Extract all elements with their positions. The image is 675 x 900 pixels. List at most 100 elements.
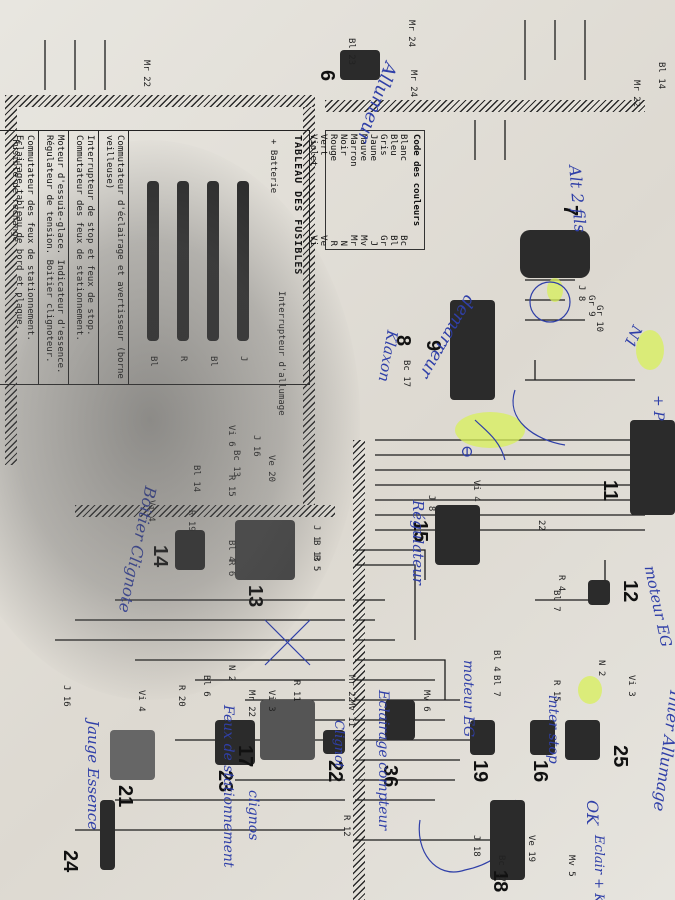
fuse-battery-label: + Batterie bbox=[268, 139, 278, 194]
annotation-plus: + P bbox=[650, 395, 666, 421]
label-24: 24 bbox=[59, 850, 81, 873]
wire-label: R 20 bbox=[176, 685, 186, 707]
wire-label: Vi 3 bbox=[626, 675, 636, 697]
color-name: Noir bbox=[338, 134, 348, 156]
wire-label: N 2 bbox=[596, 660, 606, 677]
annotation-clignotant: Clignot bbox=[331, 720, 346, 769]
wire-label: J 8 bbox=[426, 495, 436, 512]
label-12: 12 bbox=[619, 580, 641, 603]
wire-label: Bc 17 bbox=[496, 855, 506, 883]
component-13-connector bbox=[235, 520, 295, 580]
color-name: Blanc bbox=[398, 134, 408, 162]
wire-label: Bl 6 bbox=[201, 675, 211, 697]
wire-label: J 18 bbox=[471, 835, 481, 857]
fuse-row-4: Commutateur des feux de stationnement. E… bbox=[10, 131, 39, 384]
wire-label: Bl 14 bbox=[191, 465, 201, 493]
component-21-gauge bbox=[110, 730, 155, 780]
wire-label: R 11 bbox=[291, 680, 301, 702]
wire-label: R 19 bbox=[186, 510, 196, 532]
wire-label: R 12 bbox=[341, 815, 351, 837]
wire-label: R 5 bbox=[311, 555, 321, 572]
fuse-3 bbox=[177, 181, 189, 341]
color-code-title: Code des couleurs bbox=[411, 134, 421, 227]
component-14-flasher bbox=[175, 530, 205, 570]
wire-label: R 6 bbox=[226, 560, 236, 577]
annotation-eclairage: Eclairage compteur bbox=[375, 690, 391, 831]
color-abbrev: Mv bbox=[358, 235, 368, 246]
wire-label: J 8 bbox=[576, 285, 586, 302]
component-7-alternator bbox=[520, 230, 590, 278]
wire-label: N 2 bbox=[226, 665, 236, 682]
label-14: 14 bbox=[149, 545, 171, 568]
color-abbrev: Gr bbox=[378, 235, 388, 246]
wire-label: J 1 bbox=[311, 525, 321, 542]
fuse-terminal: Bl bbox=[148, 356, 158, 367]
color-abbrev: Ve bbox=[318, 235, 328, 246]
wire-label: Mv 11 bbox=[346, 700, 356, 728]
fuse-table-title: TABLEAU DES FUSIBLES bbox=[292, 135, 303, 276]
annotation-alt: Alt 2 fils bbox=[565, 164, 590, 234]
color-name: Gris bbox=[378, 134, 388, 156]
fuse-terminal: Bl bbox=[208, 356, 218, 367]
annotation-jauge: Jauge Essence bbox=[84, 720, 102, 831]
component-25-switch bbox=[565, 720, 600, 760]
wire-label: Vi 4 bbox=[136, 690, 146, 712]
wire-label: Bl 14 bbox=[656, 62, 666, 90]
annotation-feux-stationnement: Feux de stationnement bbox=[220, 705, 236, 868]
wire-label: Ve 19 bbox=[526, 835, 536, 863]
wire-label: Mv 6 bbox=[421, 690, 431, 712]
wire-label: Mv 5 bbox=[566, 855, 576, 877]
wire-label: Mr 22 bbox=[141, 60, 151, 88]
wire-label: R 15 bbox=[226, 475, 236, 497]
wire-label: Vi 3 bbox=[266, 690, 276, 712]
color-name: Vert bbox=[318, 134, 328, 156]
color-name: Rouge bbox=[328, 134, 338, 162]
color-name: Bleu bbox=[388, 134, 398, 156]
component-11-fusebox bbox=[630, 420, 675, 515]
fuse-ignition-label: Interrupteur d'allumage bbox=[276, 291, 286, 416]
wire-label: Bc 17 bbox=[401, 360, 411, 388]
component-24-lever bbox=[100, 800, 115, 870]
component-15-regulator bbox=[435, 505, 480, 565]
color-abbrev: R bbox=[328, 240, 338, 246]
fuse-terminal: J bbox=[238, 356, 248, 362]
wire-label: Mr 22 bbox=[631, 80, 641, 108]
wire-label: Vi 4 bbox=[471, 480, 481, 502]
fuse-table: TABLEAU DES FUSIBLES + Batterie Interrup… bbox=[0, 130, 310, 416]
annotation-eclairage2: Eclair + Klax bbox=[591, 835, 606, 900]
label-19: 19 bbox=[469, 760, 491, 783]
color-abbrev: Bl bbox=[388, 235, 398, 246]
label-17: 17 bbox=[234, 745, 256, 768]
wire-label: Bl 4 bbox=[226, 540, 236, 562]
fuse-4 bbox=[147, 181, 159, 341]
label-11: 11 bbox=[599, 480, 621, 502]
fuse-row-1: Commutateur d'éclairage et avertisseur (… bbox=[100, 131, 129, 384]
wire-label: Bl 4 bbox=[491, 650, 501, 672]
fuse-row-3: Moteur d'essuie-glace. Indicateur d'esse… bbox=[40, 131, 69, 384]
annotation-regulator: Régulateur bbox=[409, 500, 427, 585]
wire-label: R 4 bbox=[556, 575, 566, 592]
color-abbrev: N bbox=[338, 240, 348, 246]
color-abbrev: Mr bbox=[348, 235, 358, 246]
wire-label: Mr 24 bbox=[406, 20, 416, 48]
color-abbrev: Bc bbox=[398, 235, 408, 246]
fuse-2 bbox=[207, 181, 219, 341]
annotation-minus: ⊖ bbox=[458, 445, 477, 459]
annotation-clignos: clignos bbox=[245, 790, 261, 841]
wire-label: Bl 7 bbox=[551, 590, 561, 612]
label-25: 25 bbox=[609, 745, 631, 768]
label-13: 13 bbox=[244, 585, 266, 608]
color-abbrev: J bbox=[368, 240, 378, 246]
fuse-terminal: R bbox=[178, 356, 188, 362]
